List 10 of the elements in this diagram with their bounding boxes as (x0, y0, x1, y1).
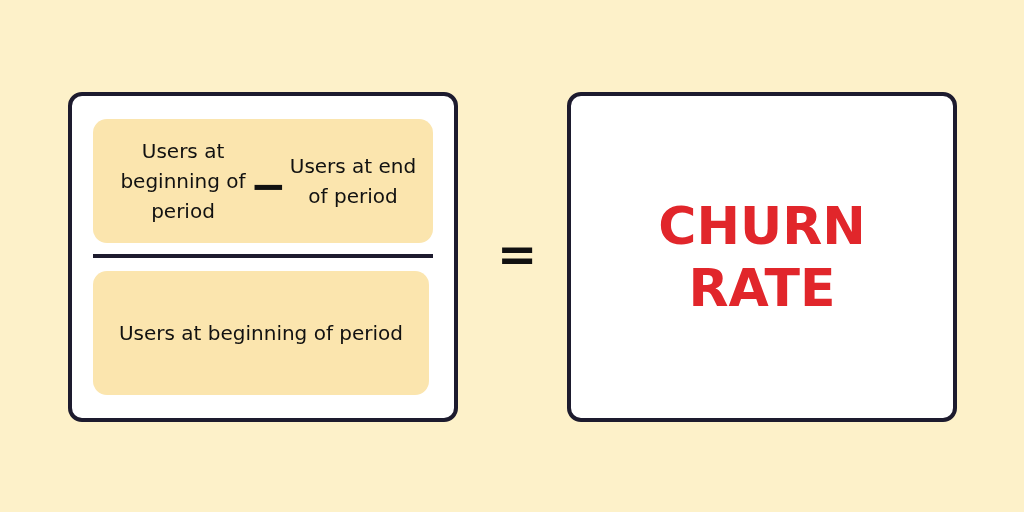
formula-panel (68, 92, 458, 422)
numerator-box (93, 119, 433, 243)
result-box (567, 92, 957, 422)
minus-sign: − (250, 160, 287, 211)
formula-text: Users at beginning of period (119, 138, 247, 225)
equals-sign: = (497, 226, 538, 282)
denominator-box (93, 271, 429, 395)
result-text: CHURN RATE (657, 195, 867, 319)
formula-text: Users at end of period (288, 153, 418, 210)
formula-text: Users at beginning of period (118, 320, 404, 347)
